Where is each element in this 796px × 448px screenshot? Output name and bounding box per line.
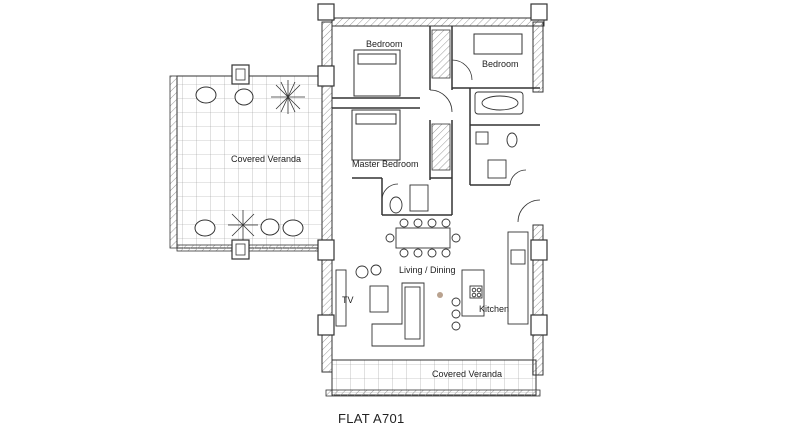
dining-table	[385, 218, 461, 258]
label-bedroom-1: Bedroom	[366, 39, 403, 49]
exterior-walls	[321, 17, 545, 376]
label-kitchen: Kitchen	[479, 304, 510, 314]
wall-columns	[317, 3, 548, 336]
interior-walls	[332, 26, 540, 216]
wardrobes	[431, 29, 451, 171]
beds	[351, 33, 523, 161]
bathroom-fixtures	[389, 91, 524, 214]
accent-dot	[437, 292, 443, 298]
label-covered-veranda-left: Covered Veranda	[231, 154, 302, 164]
covered-veranda-bottom-area	[325, 359, 541, 397]
doors	[381, 59, 541, 223]
label-master-bedroom: Master Bedroom	[352, 159, 419, 169]
plan-caption: FLAT A701	[338, 411, 405, 426]
label-tv: TV	[342, 295, 354, 305]
living-furniture	[335, 264, 425, 347]
label-bedroom-2: Bedroom	[482, 59, 519, 69]
label-living-dining: Living / Dining	[399, 265, 456, 275]
covered-veranda-left-area	[169, 64, 323, 260]
label-covered-veranda-bottom: Covered Veranda	[432, 369, 503, 379]
kitchen-counters	[451, 231, 529, 331]
